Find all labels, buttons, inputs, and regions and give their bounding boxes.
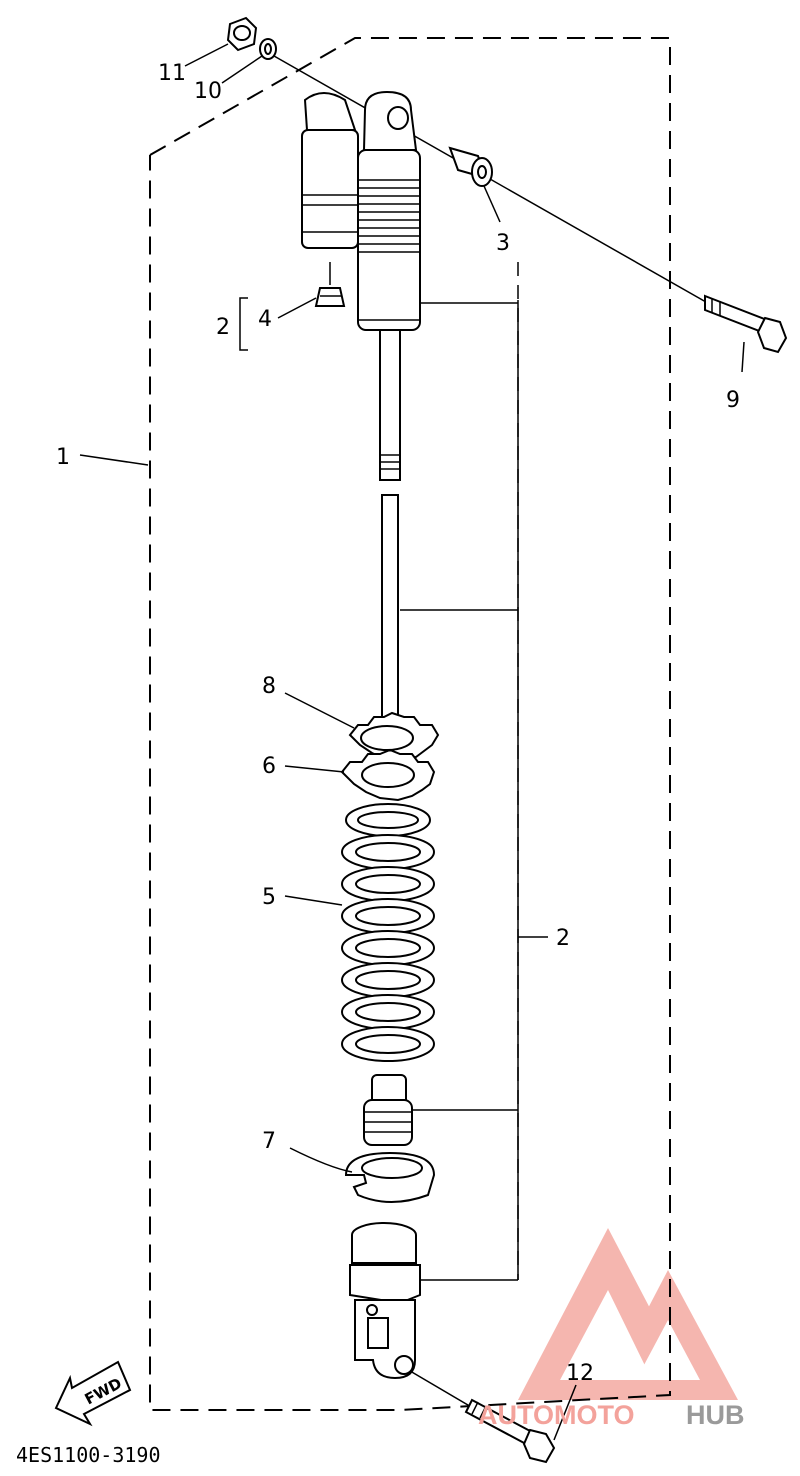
part-label-8: 8	[262, 674, 276, 699]
part-label-2-side: 2	[556, 926, 570, 951]
part-label-10: 10	[194, 79, 222, 104]
cap-part-4	[314, 262, 346, 307]
bolt-part-12	[464, 1398, 556, 1464]
lower-clevis	[349, 1222, 421, 1380]
part-label-4: 4	[258, 307, 272, 332]
washer-part-10	[259, 38, 277, 60]
spring-seat-part-7	[344, 1151, 436, 1203]
part-label-2-top: 2	[216, 315, 230, 340]
bushing-part-3	[448, 146, 493, 187]
piston-rod	[381, 494, 399, 728]
watermark-logo	[518, 1228, 738, 1400]
drawing-code: 4ES1100-3190	[16, 1443, 161, 1467]
part-label-12: 12	[566, 1361, 594, 1386]
watermark-text-b: HUB	[686, 1400, 745, 1430]
watermark-text: AUTOMOTO HUB	[478, 1400, 745, 1430]
shock-reservoir	[301, 92, 359, 249]
part-label-3: 3	[496, 231, 510, 256]
part-label-1: 1	[56, 445, 70, 470]
part-label-5: 5	[262, 885, 276, 910]
bump-stop	[363, 1074, 413, 1146]
fwd-arrow-icon: FWD	[54, 1360, 132, 1427]
locknut-part-8	[348, 711, 440, 763]
leader-lines	[79, 43, 745, 1441]
adjuster-part-6	[340, 748, 436, 802]
nut-part-11	[226, 16, 258, 52]
part-label-6: 6	[262, 754, 276, 779]
part-2-bracket	[400, 262, 548, 1281]
part-label-11: 11	[158, 61, 186, 86]
part-labels: 1 11 10 3 2 4 9 8 6 5 2 7 12	[56, 61, 740, 1386]
assembly-outline	[149, 37, 671, 1411]
shock-body	[357, 90, 421, 481]
bolt-part-9	[704, 294, 788, 354]
spring-part-5	[341, 803, 435, 1062]
part-label-9: 9	[726, 388, 740, 413]
body-threads	[358, 179, 420, 253]
watermark-text-a: AUTOMOTO	[478, 1400, 635, 1430]
part-label-7: 7	[262, 1129, 276, 1154]
